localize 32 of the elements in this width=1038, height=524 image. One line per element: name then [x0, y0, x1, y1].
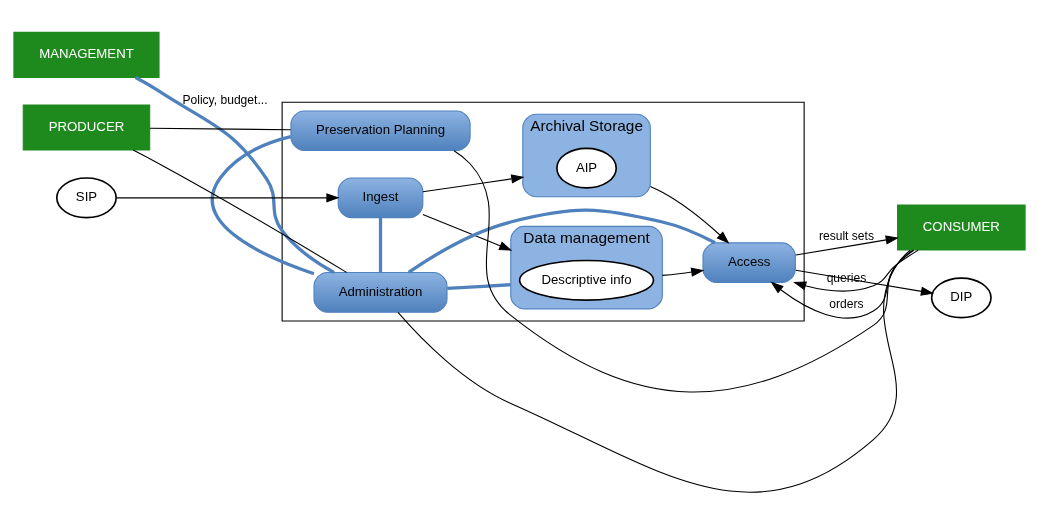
connector [132, 149, 347, 273]
node-ellipse: AIP [555, 147, 617, 189]
connector [134, 75, 335, 274]
node-box: Preservation Planning [289, 109, 471, 151]
node-ellipse: SIP [55, 176, 117, 218]
edge-label: Policy, budget... [181, 92, 267, 107]
node-box: Ingest [337, 177, 423, 218]
connector [378, 217, 382, 272]
connector [396, 249, 911, 493]
arrow [792, 249, 919, 292]
arrow [661, 267, 704, 277]
node-box: CONSUMER [896, 203, 1026, 251]
arrow [770, 249, 914, 319]
node-box: PRODUCER [22, 103, 150, 151]
arrow [115, 192, 340, 202]
arrow [421, 173, 524, 192]
node-box: Access [701, 241, 796, 283]
connector [407, 208, 716, 274]
arrow [421, 213, 512, 251]
edge-label: result sets [818, 228, 874, 243]
node-box: Administration [312, 271, 448, 313]
node-ellipse: Descriptive info [518, 259, 654, 301]
connector [210, 134, 314, 275]
node-ellipse: DIP [930, 276, 992, 318]
connector [148, 127, 291, 130]
connector [446, 282, 511, 290]
connector [452, 149, 913, 393]
arrow [649, 185, 729, 244]
arrow [794, 269, 934, 296]
node-box: MANAGEMENT [12, 31, 160, 78]
arrow [794, 234, 899, 256]
edge-label: orders [828, 296, 864, 311]
